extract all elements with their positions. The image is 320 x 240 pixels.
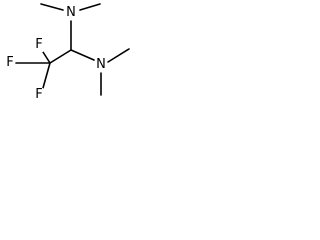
bond-ch-nright [70,49,95,61]
bond-c-f-top [42,51,51,64]
bond-ch-cf3 [49,49,72,64]
atom-f-bottom: F [34,87,44,102]
atom-n-right: N [95,57,107,72]
bond-c-f-bottom [42,62,51,89]
bond-ntop-methyl-right [79,3,101,11]
bond-ntop-methyl-left [40,3,64,11]
atom-f-left: F [5,55,15,70]
atom-n-top: N [65,5,77,20]
structure-diagram: N N F F F [0,0,150,132]
bond-nright-methyl-right [107,48,130,63]
atom-f-top: F [34,37,44,52]
bond-lines [15,3,130,96]
